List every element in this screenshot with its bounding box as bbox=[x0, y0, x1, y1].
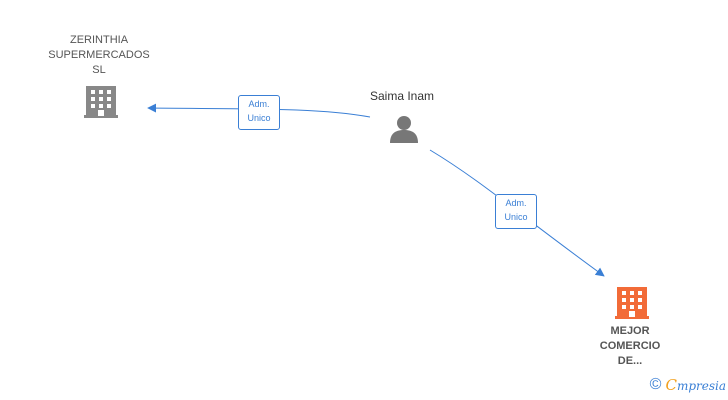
building-icon-highlighted[interactable] bbox=[615, 287, 649, 319]
footer-brand: © Cmpresia bbox=[650, 376, 726, 394]
edge-label-line1: Adm. bbox=[505, 198, 527, 208]
person-name-saima-inam[interactable]: Saima Inam bbox=[370, 89, 435, 103]
edge-label-line1: Adm. bbox=[248, 99, 270, 109]
company-name-zerinthia[interactable]: ZERINTHIA SUPERMERCADOS SL bbox=[48, 34, 150, 76]
building-icon[interactable] bbox=[84, 86, 118, 118]
edge-label-adm-unico: Adm. Unico bbox=[495, 194, 537, 229]
edge-label-line2: Unico bbox=[504, 212, 528, 222]
brand-logo[interactable]: Cmpresia bbox=[665, 376, 726, 394]
company-name-mejor-comercio[interactable]: MEJOR COMERCIO DE... bbox=[599, 325, 661, 367]
edge-label-line2: Unico bbox=[247, 113, 271, 123]
person-icon[interactable] bbox=[390, 116, 418, 143]
edge-to-zerinthia bbox=[147, 103, 371, 118]
edge-label-adm-unico: Adm. Unico bbox=[238, 95, 280, 130]
copyright-icon: © bbox=[649, 376, 662, 393]
